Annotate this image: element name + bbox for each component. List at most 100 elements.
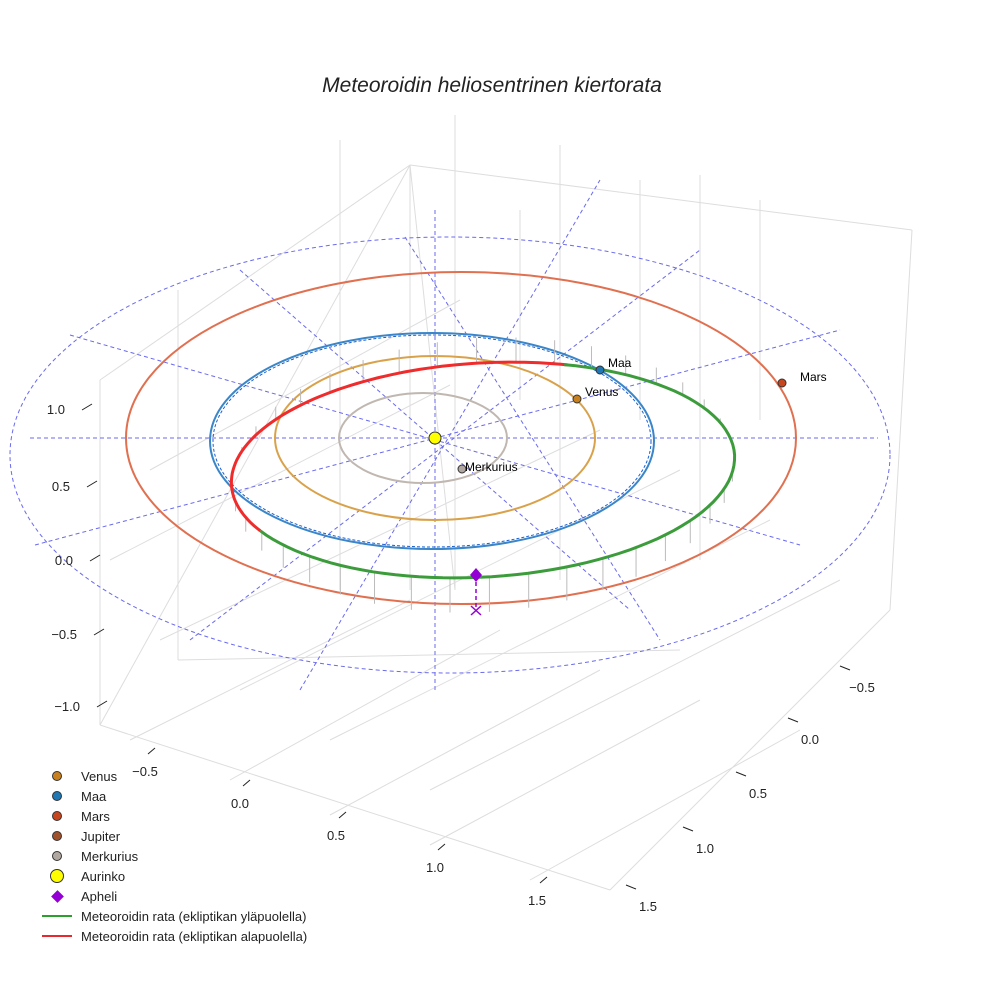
planet-marker-maa: [595, 365, 605, 375]
orbit-merkurius: [338, 392, 508, 484]
x-tick-label: 0.5: [327, 828, 345, 843]
orbit-maa-dashed: [212, 334, 652, 548]
ecliptic-outer-ring: [9, 236, 891, 674]
y-tick-mark: [625, 884, 637, 890]
y-tick-mark: [735, 771, 747, 777]
orbit-maa: [209, 332, 655, 550]
grid-line: [229, 629, 501, 781]
ecliptic-radial-line: [404, 236, 661, 641]
legend-entry: Jupiter: [38, 826, 307, 846]
y-tick-label: 1.0: [696, 841, 714, 856]
y-tick-label: 0.0: [801, 732, 819, 747]
grid-line: [109, 384, 451, 561]
x-tick-mark: [539, 876, 548, 884]
y-tick-mark: [682, 826, 694, 832]
z-tick-label: 0.5: [52, 479, 70, 494]
grid-line: [889, 229, 913, 611]
planet-marker-merkurius: [457, 464, 467, 474]
meteoroid-orbit-below: [229, 360, 569, 532]
grid-line: [159, 429, 601, 641]
x-tick-label: 1.5: [528, 893, 546, 908]
legend-entry: Apheli: [38, 886, 307, 906]
legend-sun-icon: [38, 869, 76, 883]
legend-label: Jupiter: [81, 828, 121, 844]
z-tick-label: 1.0: [47, 402, 65, 417]
planet-label-merkurius: Merkurius: [465, 460, 518, 474]
aphelion-marker: [470, 568, 482, 582]
x-tick-label: 0.0: [231, 796, 249, 811]
grid-line: [99, 164, 411, 381]
x-tick-mark: [437, 843, 446, 851]
y-tick-label: 0.5: [749, 786, 767, 801]
z-tick-mark: [86, 480, 98, 488]
orbit-mars: [125, 271, 797, 605]
planet-marker-venus: [572, 394, 582, 404]
ecliptic-radial-line: [189, 249, 701, 641]
ecliptic-radial-line: [299, 179, 601, 691]
legend-dot-icon: [38, 831, 76, 841]
grid-line: [149, 299, 461, 471]
grid-line: [609, 609, 891, 891]
legend-label: Meteoroidin rata (ekliptikan yläpuolella…: [81, 908, 307, 924]
meteoroid-orbit-above: [259, 363, 737, 580]
legend-entry: Maa: [38, 786, 307, 806]
grid-line: [329, 669, 601, 816]
x-tick-mark: [338, 811, 347, 819]
legend-label: Apheli: [81, 888, 118, 904]
legend-label: Maa: [81, 788, 107, 804]
y-tick-label: 1.5: [639, 899, 657, 914]
legend-dot-icon: [38, 771, 76, 781]
x-tick-label: 1.0: [426, 860, 444, 875]
z-tick-mark: [93, 628, 105, 636]
x-tick-label: −0.5: [132, 764, 158, 779]
legend-entry: Meteoroidin rata (ekliptikan alapuolella…: [38, 926, 307, 946]
y-tick-mark: [787, 717, 799, 723]
legend-entry: Mars: [38, 806, 307, 826]
legend-label: Venus: [81, 768, 118, 784]
grid-line: [409, 164, 456, 591]
grid-line: [177, 649, 681, 661]
orbit-venus: [274, 355, 596, 521]
legend-line-icon: [38, 915, 76, 917]
grid-line: [99, 164, 411, 726]
legend-entry: Merkurius: [38, 846, 307, 866]
grid-line: [429, 699, 701, 846]
legend-label: Meteoroidin rata (ekliptikan alapuolella…: [81, 928, 308, 944]
aphelion-projection-marker: [470, 605, 482, 616]
grid-line: [529, 729, 801, 881]
legend-label: Merkurius: [81, 848, 139, 864]
z-tick-label: −1.0: [54, 699, 80, 714]
x-tick-mark: [147, 747, 156, 755]
grid-line: [129, 599, 411, 741]
grid-line: [429, 579, 841, 791]
planet-label-venus: Venus: [585, 385, 618, 399]
planet-marker-mars: [777, 378, 787, 388]
chart-title: Meteoroidin heliosentrinen kiertorata: [322, 74, 662, 97]
z-tick-label: 0.0: [55, 553, 73, 568]
sun-marker: [428, 431, 442, 445]
z-tick-mark: [96, 700, 108, 708]
y-tick-mark: [839, 665, 851, 671]
planet-label-mars: Mars: [800, 370, 827, 384]
legend-line-icon: [38, 935, 76, 937]
grid-line: [409, 164, 913, 231]
z-tick-label: −0.5: [51, 627, 77, 642]
ecliptic-radial-line: [239, 269, 631, 611]
legend-entry: Aurinko: [38, 866, 307, 886]
legend-diamond-icon: [38, 889, 76, 903]
x-tick-mark: [242, 779, 251, 787]
z-tick-mark: [89, 554, 101, 562]
legend-label: Aurinko: [81, 868, 126, 884]
legend-entry: Venus: [38, 766, 307, 786]
legend-entry: Meteoroidin rata (ekliptikan yläpuolella…: [38, 906, 307, 926]
legend-dot-icon: [38, 791, 76, 801]
legend-dot-icon: [38, 851, 76, 861]
grid-line: [99, 724, 611, 891]
legend-dot-icon: [38, 811, 76, 821]
y-tick-label: −0.5: [849, 680, 875, 695]
z-tick-mark: [81, 403, 93, 411]
legend-label: Mars: [81, 808, 110, 824]
planet-label-maa: Maa: [608, 356, 632, 370]
